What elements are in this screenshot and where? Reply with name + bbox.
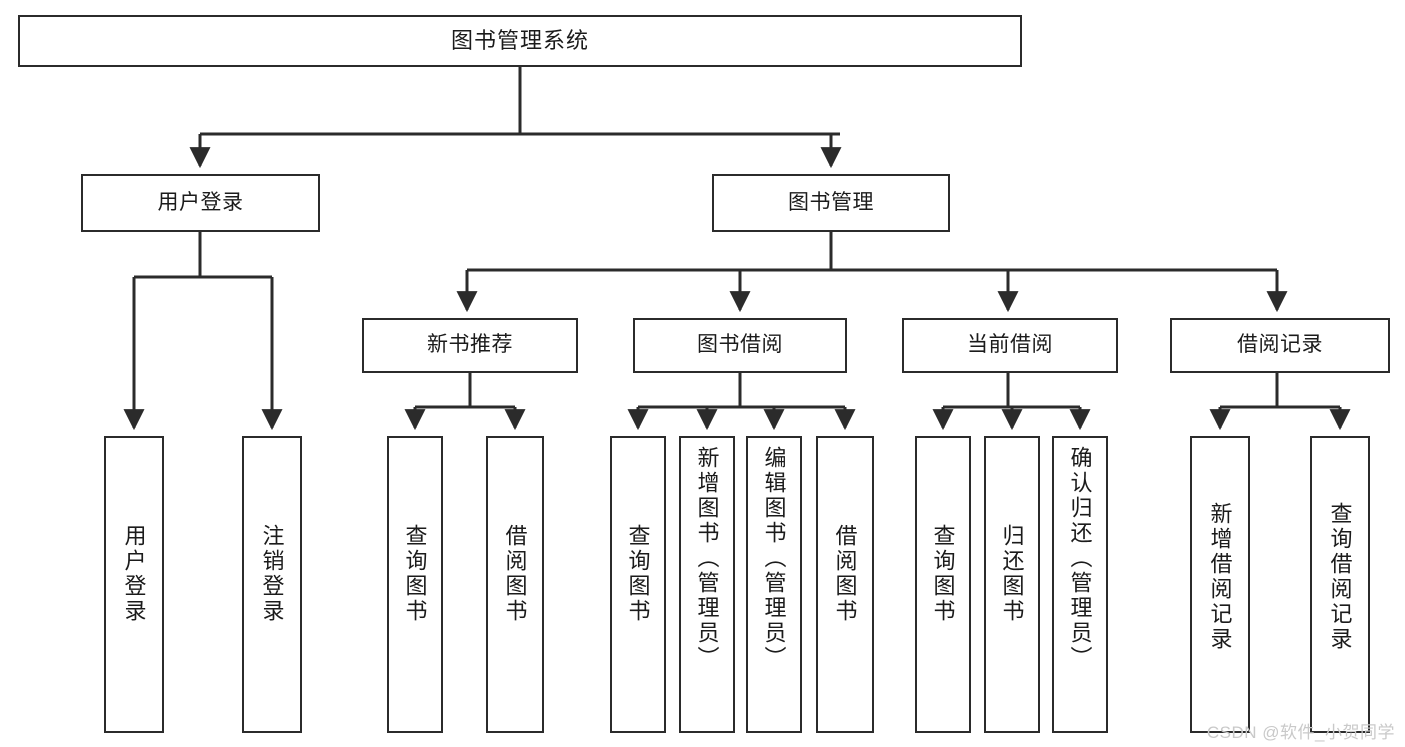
node-leaf-add-book-admin[interactable]: 新增图书（管理员） <box>679 436 735 733</box>
node-level3-borrow-record[interactable]: 借阅记录 <box>1170 318 1390 373</box>
node-leaf-query-book-recommend-label: 查询图书 <box>402 524 428 624</box>
node-leaf-logout[interactable]: 注销登录 <box>242 436 302 733</box>
node-leaf-query-book-borrow[interactable]: 查询图书 <box>610 436 666 733</box>
node-leaf-query-book-current-label: 查询图书 <box>930 524 956 624</box>
node-leaf-query-book-current[interactable]: 查询图书 <box>915 436 971 733</box>
node-leaf-return-book-label: 归还图书 <box>999 524 1025 624</box>
node-leaf-confirm-return-admin-label: 确认归还（管理员） <box>1067 446 1093 671</box>
node-leaf-return-book[interactable]: 归还图书 <box>984 436 1040 733</box>
node-level2-user-login-label: 用户登录 <box>157 190 244 214</box>
node-leaf-user-login-label: 用户登录 <box>121 524 147 624</box>
node-leaf-logout-label: 注销登录 <box>259 524 285 624</box>
node-level3-new-book-recommend-label: 新书推荐 <box>427 333 513 357</box>
node-leaf-user-login[interactable]: 用户登录 <box>104 436 164 733</box>
node-leaf-borrow-book[interactable]: 借阅图书 <box>816 436 874 733</box>
node-leaf-edit-book-admin[interactable]: 编辑图书（管理员） <box>746 436 802 733</box>
node-level3-current-borrow[interactable]: 当前借阅 <box>902 318 1118 373</box>
node-leaf-add-book-admin-label: 新增图书（管理员） <box>694 446 720 671</box>
node-root[interactable]: 图书管理系统 <box>18 15 1022 67</box>
node-leaf-query-book-borrow-label: 查询图书 <box>625 524 651 624</box>
node-leaf-add-borrow-record-label: 新增借阅记录 <box>1207 502 1233 652</box>
node-root-label: 图书管理系统 <box>450 28 589 54</box>
node-level2-book-management[interactable]: 图书管理 <box>712 174 950 232</box>
node-level3-new-book-recommend[interactable]: 新书推荐 <box>362 318 578 373</box>
node-leaf-edit-book-admin-label: 编辑图书（管理员） <box>761 446 787 671</box>
node-leaf-query-borrow-record[interactable]: 查询借阅记录 <box>1310 436 1370 733</box>
node-level2-user-login[interactable]: 用户登录 <box>81 174 320 232</box>
node-level3-current-borrow-label: 当前借阅 <box>967 333 1053 357</box>
node-leaf-query-book-recommend[interactable]: 查询图书 <box>387 436 443 733</box>
node-leaf-confirm-return-admin[interactable]: 确认归还（管理员） <box>1052 436 1108 733</box>
node-leaf-borrow-book-recommend[interactable]: 借阅图书 <box>486 436 544 733</box>
node-level3-book-borrow[interactable]: 图书借阅 <box>633 318 847 373</box>
node-level2-book-management-label: 图书管理 <box>788 190 874 214</box>
node-leaf-borrow-book-recommend-label: 借阅图书 <box>502 524 528 624</box>
node-leaf-add-borrow-record[interactable]: 新增借阅记录 <box>1190 436 1250 733</box>
node-level3-book-borrow-label: 图书借阅 <box>697 333 783 357</box>
node-leaf-borrow-book-label: 借阅图书 <box>832 524 858 624</box>
node-leaf-query-borrow-record-label: 查询借阅记录 <box>1327 502 1353 652</box>
node-level3-borrow-record-label: 借阅记录 <box>1237 333 1323 357</box>
